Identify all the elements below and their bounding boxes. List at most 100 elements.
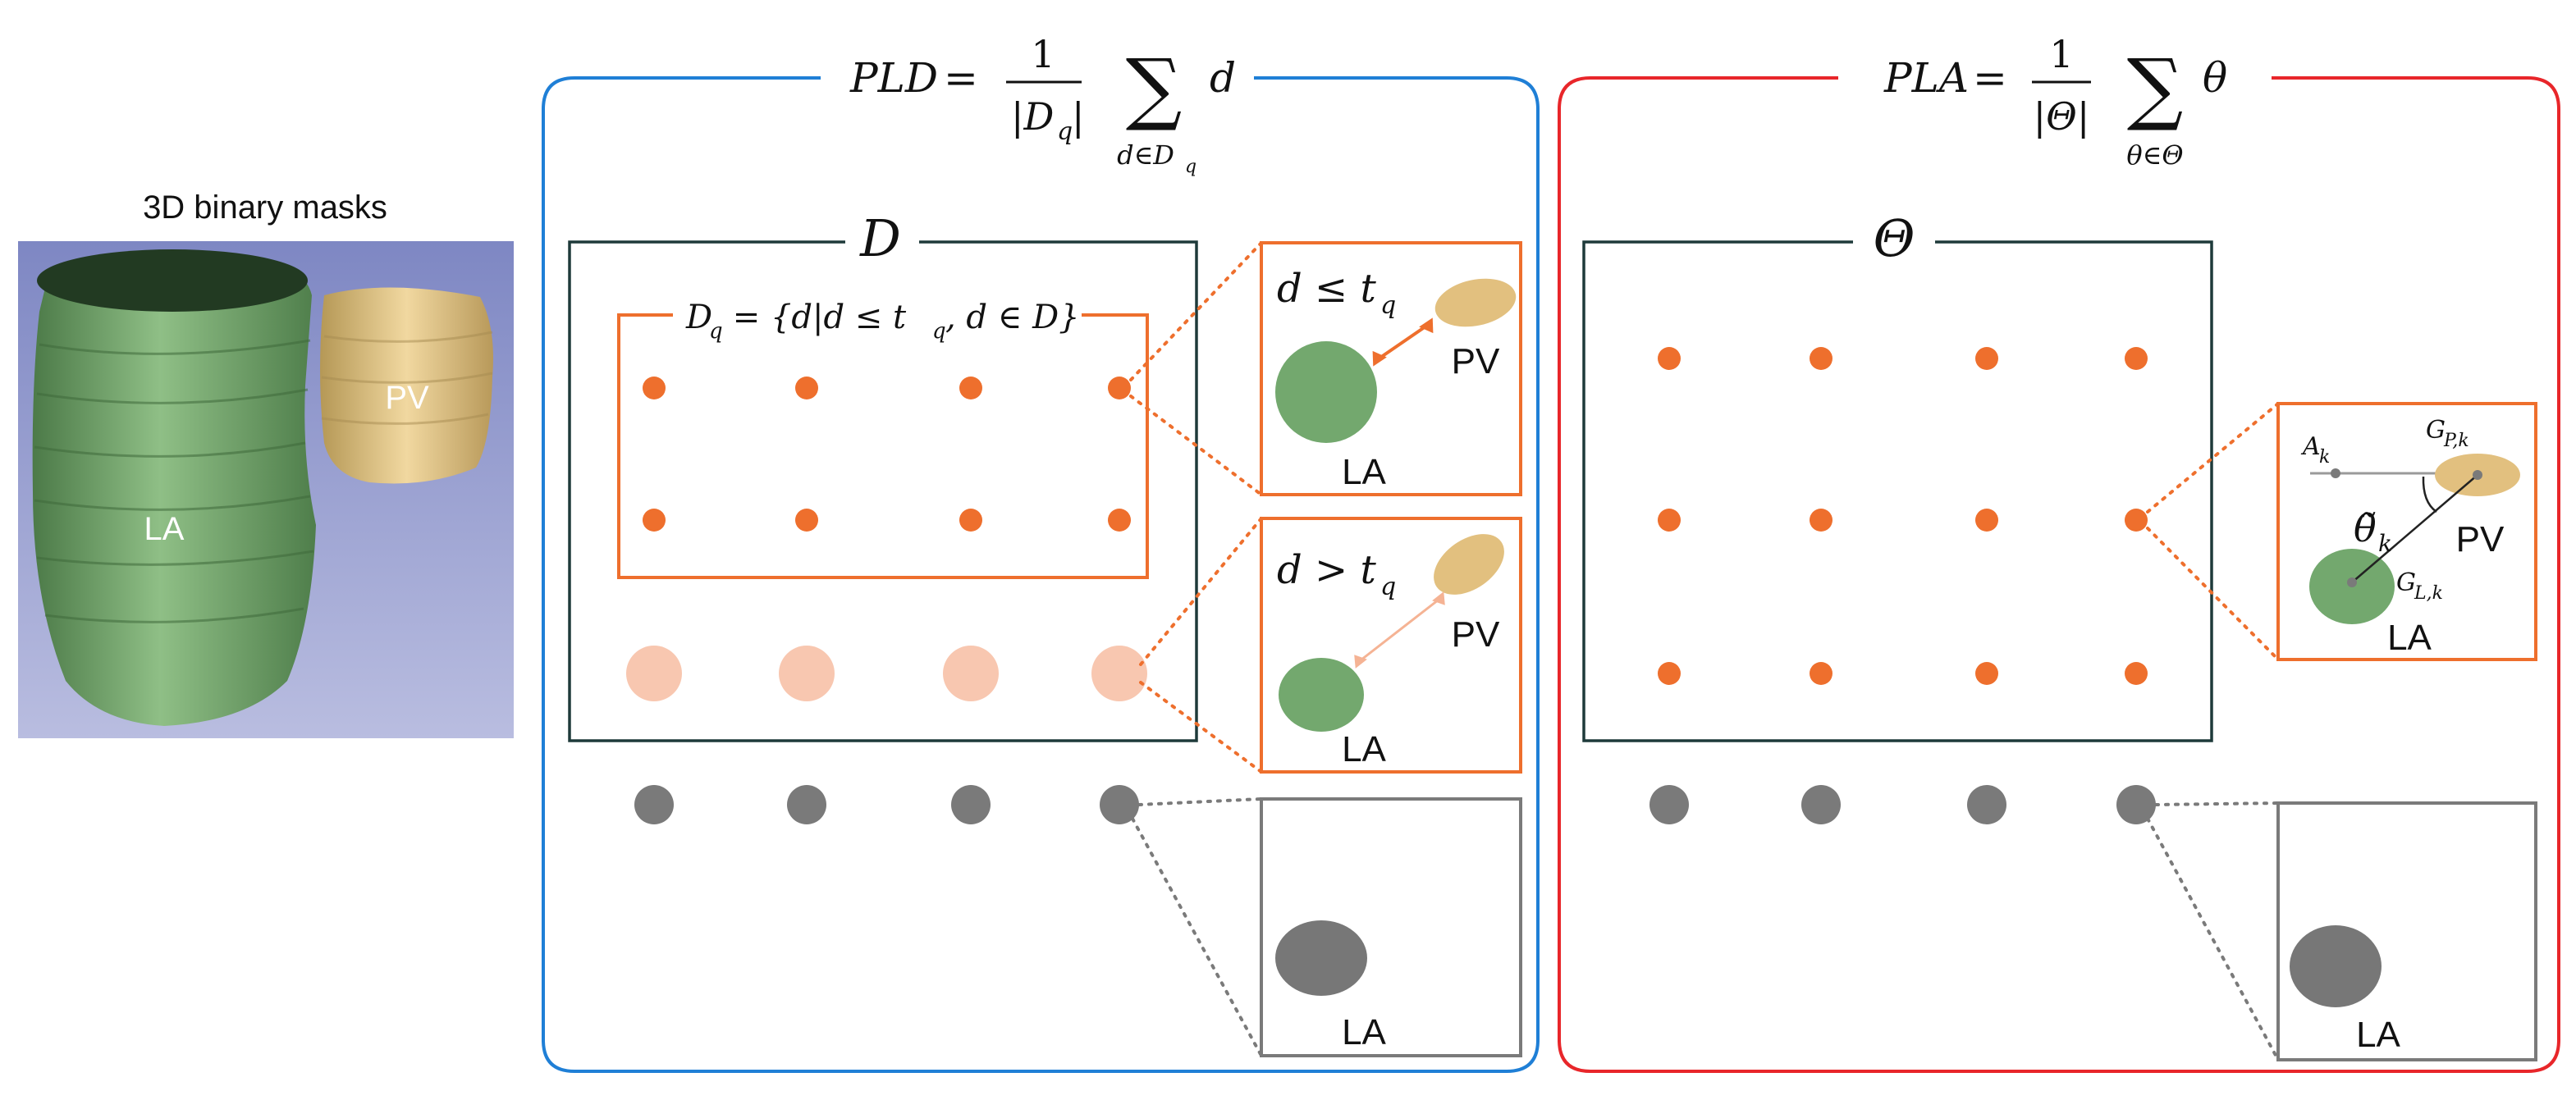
la-shape — [1275, 341, 1377, 443]
pld-frac-den: |D — [1011, 94, 1054, 139]
pla-point — [2125, 662, 2148, 685]
pld-inset-close-cond: d ≤ t — [1277, 266, 1376, 312]
pla-point — [2125, 347, 2148, 370]
pla-connector-none — [2154, 801, 2280, 806]
pld-connector-close — [1129, 241, 1263, 381]
pld-inset-none: LA — [1260, 797, 1522, 1057]
la-shape — [1279, 658, 1364, 732]
pld-frac-den-sub: q — [1057, 117, 1073, 146]
pla-inset-angle-frame — [2276, 402, 2537, 661]
pld-point-close — [959, 377, 982, 399]
pld-frac-num: 1 — [1031, 32, 1055, 76]
pld-point-close — [959, 509, 982, 532]
pld-point-far — [626, 646, 682, 701]
pla-connector — [2146, 527, 2280, 661]
pld-formula-eq: = — [944, 54, 978, 102]
pla-inset-angle-la: LA — [2387, 618, 2432, 658]
pld-connector-close — [1129, 395, 1263, 496]
pla-inset-angle: A k G P,k G L,k θ̃ k PV LA — [2276, 402, 2537, 661]
pld-subset-frame — [617, 313, 1149, 579]
pla-frac-num: 1 — [2049, 32, 2073, 76]
pla-set-frame — [1582, 240, 2213, 742]
pla-inset-theta: θ̃ — [2354, 506, 2377, 550]
pld-panel-frame — [542, 76, 1540, 1073]
pla-sum-symbol: ∑ — [2127, 42, 2184, 134]
la-mask-ridges — [34, 339, 314, 623]
pld-sum-sub: d∈D — [1117, 139, 1174, 171]
pld-inset-close-cond-sub: q — [1380, 291, 1396, 320]
pld-point-none — [951, 785, 991, 824]
pld-point-close — [1108, 377, 1131, 399]
pv-mask-label: PV — [385, 380, 429, 416]
pla-point — [1810, 509, 1832, 532]
pld-inset-far-cond: d > t — [1277, 547, 1376, 593]
point-gl — [2347, 577, 2357, 587]
arrowhead — [1354, 655, 1367, 669]
pla-point — [1810, 662, 1832, 685]
pv-shape — [1434, 278, 1517, 327]
pla-point — [1658, 347, 1681, 370]
pla-inset-theta-sub: k — [2378, 530, 2392, 557]
la-shape — [2290, 925, 2382, 1007]
pld-formula: PLD = 1 |D q | ∑ d∈D q d — [849, 32, 1236, 177]
pla-points — [1649, 347, 2156, 824]
pla-connector — [2146, 402, 2280, 513]
pla-formula-lhs: PLA — [1883, 54, 1969, 102]
pla-inset-gl-sub: L,k — [2414, 583, 2443, 604]
arrowhead — [1432, 591, 1445, 605]
pld-term: d — [1210, 54, 1236, 102]
pld-connector-none — [1131, 817, 1263, 1057]
pld-inset-far-cond-sub: q — [1380, 573, 1396, 601]
pld-point-close — [795, 377, 818, 399]
pla-formula-eq: = — [1973, 54, 2007, 102]
pld-set-label: D — [859, 208, 901, 268]
pla-inset-none: LA — [2276, 801, 2537, 1061]
pla-term: θ — [2203, 54, 2227, 102]
pld-point-close — [1108, 509, 1131, 532]
pld-connectors — [1129, 241, 1263, 1057]
arrowhead — [1419, 317, 1434, 334]
pla-point — [1975, 509, 1998, 532]
point-gp — [2473, 470, 2482, 480]
pld-sum-symbol: ∑ — [1126, 42, 1183, 134]
pla-point-none — [1967, 785, 2006, 824]
arrowhead — [1372, 350, 1387, 367]
la-mask-label: LA — [144, 511, 185, 547]
pld-sum-sub-sub: q — [1185, 157, 1196, 177]
pla-point-none — [2116, 785, 2156, 824]
pld-subset-def-sub: q — [932, 319, 946, 344]
pld-frac-den-close: | — [1072, 94, 1085, 139]
masks-title: 3D binary masks — [143, 189, 387, 226]
pla-inset-gp: G — [2426, 416, 2446, 445]
pld-subset-d-sub: q — [709, 319, 723, 344]
pla-point — [1975, 662, 1998, 685]
pld-inset-close-la: LA — [1342, 452, 1386, 492]
pld-subset-d: D — [685, 299, 712, 336]
pla-set-label: Θ — [1874, 208, 1915, 268]
pla-inset-a-sub: k — [2319, 447, 2330, 468]
pld-inset-far-pv: PV — [1452, 614, 1500, 655]
pld-point-close — [643, 377, 666, 399]
pld-point-none — [787, 785, 826, 824]
la-shape — [1275, 920, 1367, 996]
pld-point-far — [779, 646, 835, 701]
pla-frac-den: |Θ| — [2034, 94, 2090, 139]
pla-point — [1975, 347, 1998, 370]
pld-inset-far: d > t q PV LA — [1260, 517, 1522, 774]
pla-inset-a: A — [2300, 432, 2321, 461]
pla-inset-none-la: LA — [2356, 1015, 2400, 1055]
pld-point-close — [795, 509, 818, 532]
pla-point — [1658, 662, 1681, 685]
pld-inset-close: d ≤ t q PV LA — [1260, 241, 1522, 496]
pld-set-frame — [568, 240, 1198, 742]
pla-connectors — [2146, 402, 2280, 1061]
pla-point-none — [1649, 785, 1689, 824]
pld-formula-lhs: PLD — [849, 54, 938, 102]
pld-inset-far-la: LA — [1342, 729, 1386, 769]
pld-point-none — [1100, 785, 1139, 824]
pla-panel-frame — [1558, 76, 2560, 1073]
pla-point — [1658, 509, 1681, 532]
la-mask-top — [37, 249, 308, 312]
distance-arrow — [1357, 596, 1443, 664]
